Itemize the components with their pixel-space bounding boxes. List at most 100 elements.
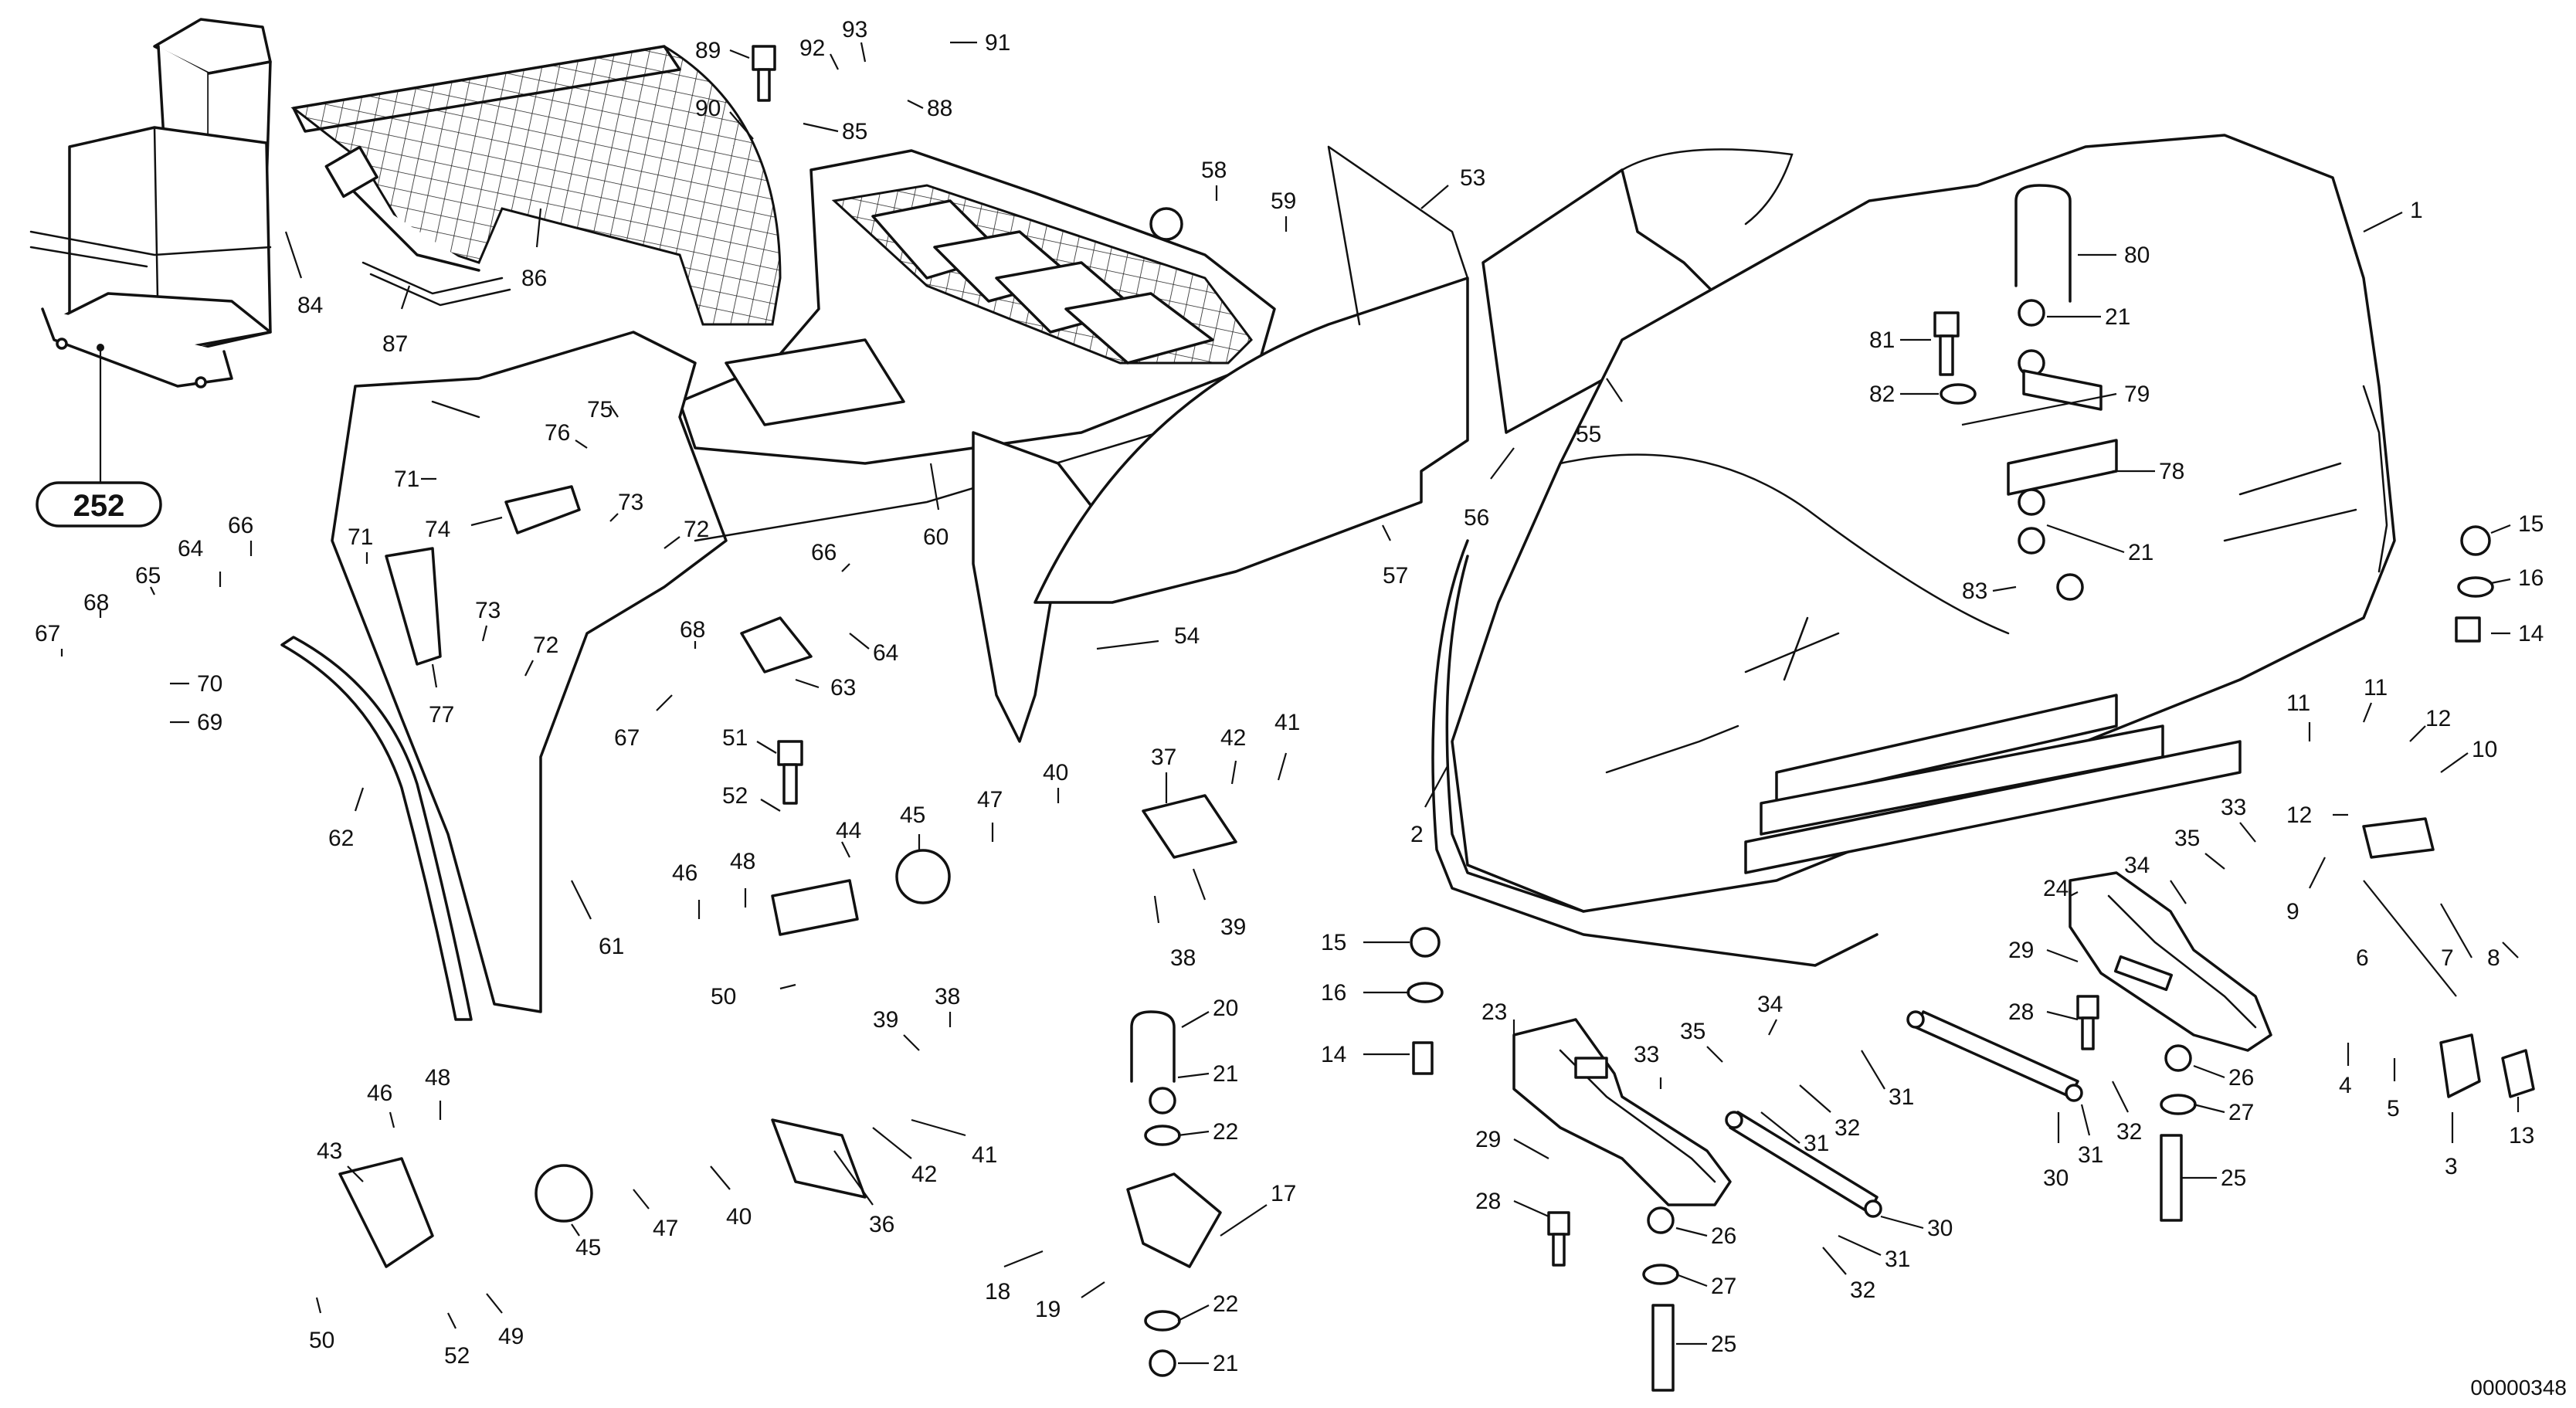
- callout-44[interactable]: 44: [836, 818, 861, 858]
- callout-31c[interactable]: 31: [2078, 1104, 2103, 1168]
- callout-46b[interactable]: 46: [367, 1081, 395, 1128]
- callout-6[interactable]: 6: [2356, 880, 2457, 997]
- callout-58[interactable]: 58: [1201, 158, 1227, 201]
- callout-52b[interactable]: 52: [444, 1312, 470, 1369]
- callout-54[interactable]: 54: [1096, 623, 1200, 650]
- callout-2[interactable]: 2: [1410, 764, 1449, 847]
- callout-12b[interactable]: 12: [2286, 802, 2348, 828]
- callout-53[interactable]: 53: [1420, 165, 1485, 209]
- callout-5[interactable]: 5: [2387, 1058, 2400, 1121]
- callout-25b[interactable]: 25: [1676, 1332, 1736, 1357]
- callout-86[interactable]: 86: [521, 208, 547, 291]
- callout-47a[interactable]: 47: [977, 787, 1003, 842]
- callout-14a[interactable]: 14: [2491, 621, 2544, 646]
- callout-33a[interactable]: 33: [2221, 795, 2256, 843]
- callout-35b[interactable]: 35: [1680, 1019, 1723, 1063]
- callout-24[interactable]: 24: [2043, 876, 2079, 901]
- callout-40b[interactable]: 40: [710, 1165, 752, 1230]
- callout-31a[interactable]: 31: [1861, 1050, 1914, 1110]
- callout-10[interactable]: 10: [2440, 737, 2497, 773]
- callout-27a[interactable]: 27: [2193, 1100, 2254, 1125]
- callout-77[interactable]: 77: [429, 663, 454, 728]
- callout-21d[interactable]: 21: [2046, 524, 2153, 565]
- callout-26a[interactable]: 26: [2193, 1064, 2254, 1091]
- callout-63[interactable]: 63: [795, 675, 856, 701]
- callout-28b[interactable]: 28: [1475, 1189, 1549, 1218]
- callout-79[interactable]: 79: [1961, 382, 2150, 426]
- callout-61[interactable]: 61: [571, 880, 624, 959]
- callout-26b[interactable]: 26: [1675, 1223, 1736, 1249]
- callout-15b[interactable]: 15: [1321, 930, 1410, 955]
- callout-23[interactable]: 23: [1481, 999, 1515, 1035]
- callout-91[interactable]: 91: [950, 30, 1010, 56]
- callout-66b[interactable]: 66: [811, 540, 850, 572]
- callout-45b[interactable]: 45: [571, 1223, 601, 1260]
- callout-81[interactable]: 81: [1869, 327, 1931, 353]
- callout-8[interactable]: 8: [2487, 941, 2519, 971]
- callout-33b[interactable]: 33: [1634, 1042, 1662, 1089]
- callout-31b[interactable]: 31: [1760, 1111, 1829, 1156]
- callout-43[interactable]: 43: [317, 1138, 364, 1182]
- callout-34b[interactable]: 34: [1757, 992, 1783, 1036]
- callout-46a[interactable]: 46: [672, 860, 701, 919]
- callout-16b[interactable]: 16: [1321, 980, 1410, 1006]
- callout-21b[interactable]: 21: [1178, 1351, 1238, 1376]
- callout-30a[interactable]: 30: [2043, 1112, 2069, 1191]
- callout-11b[interactable]: 11: [2362, 675, 2388, 723]
- callout-65[interactable]: 65: [135, 563, 161, 595]
- callout-48b[interactable]: 48: [425, 1065, 450, 1120]
- callout-36[interactable]: 36: [833, 1150, 894, 1237]
- callout-67a[interactable]: 67: [35, 621, 63, 657]
- callout-28a[interactable]: 28: [2008, 999, 2079, 1025]
- callout-45a[interactable]: 45: [900, 802, 925, 850]
- callout-71a[interactable]: 71: [394, 467, 436, 492]
- callout-73a[interactable]: 73: [609, 490, 643, 522]
- callout-59[interactable]: 59: [1271, 188, 1296, 232]
- callout-62[interactable]: 62: [328, 787, 365, 851]
- callout-29a[interactable]: 29: [2008, 938, 2079, 963]
- callout-68a[interactable]: 68: [83, 590, 109, 618]
- callout-11a[interactable]: 11: [2286, 690, 2310, 741]
- callout-7[interactable]: 7: [2440, 903, 2472, 971]
- callout-55[interactable]: 55: [1576, 378, 1623, 447]
- callout-42a[interactable]: 42: [1220, 725, 1246, 785]
- callout-71b[interactable]: 71: [348, 524, 373, 564]
- callout-16a[interactable]: 16: [2490, 565, 2544, 591]
- callout-15a[interactable]: 15: [2490, 511, 2544, 537]
- callout-3[interactable]: 3: [2445, 1112, 2458, 1179]
- callout-80[interactable]: 80: [2078, 243, 2150, 268]
- callout-22a[interactable]: 22: [1177, 1119, 1238, 1145]
- callout-42b[interactable]: 42: [872, 1127, 937, 1187]
- callout-27b[interactable]: 27: [1675, 1273, 1736, 1299]
- callout-74[interactable]: 74: [425, 516, 503, 542]
- callout-17[interactable]: 17: [1220, 1181, 1296, 1237]
- callout-34a[interactable]: 34: [2124, 853, 2187, 904]
- callout-50a[interactable]: 50: [711, 983, 796, 1009]
- callout-51[interactable]: 51: [722, 725, 777, 754]
- callout-89[interactable]: 89: [695, 38, 750, 63]
- callout-72b[interactable]: 72: [524, 633, 558, 677]
- callout-78[interactable]: 78: [2113, 459, 2184, 484]
- callout-41a[interactable]: 41: [1274, 710, 1300, 781]
- callout-76[interactable]: 76: [545, 420, 588, 449]
- callout-39a[interactable]: 39: [1192, 868, 1246, 940]
- callout-14b[interactable]: 14: [1321, 1042, 1410, 1067]
- callout-69[interactable]: 69: [170, 710, 222, 735]
- callout-37[interactable]: 37: [1151, 745, 1176, 803]
- callout-73b[interactable]: 73: [475, 598, 501, 642]
- callout-12a[interactable]: 12: [2409, 706, 2451, 742]
- callout-19[interactable]: 19: [1035, 1281, 1105, 1322]
- callout-41b[interactable]: 41: [911, 1118, 997, 1168]
- callout-39b[interactable]: 39: [873, 1007, 920, 1051]
- callout-35a[interactable]: 35: [2174, 826, 2225, 870]
- callout-90[interactable]: 90: [695, 96, 754, 140]
- callout-4[interactable]: 4: [2339, 1043, 2352, 1098]
- callout-52a[interactable]: 52: [722, 783, 781, 812]
- callout-50b[interactable]: 50: [309, 1297, 334, 1353]
- callout-84[interactable]: 84: [284, 231, 323, 318]
- callout-87[interactable]: 87: [382, 285, 411, 357]
- callout-68b[interactable]: 68: [680, 617, 705, 649]
- callout-25a[interactable]: 25: [2182, 1165, 2246, 1191]
- callout-66a[interactable]: 66: [228, 513, 253, 556]
- callout-30b[interactable]: 30: [1880, 1215, 1953, 1241]
